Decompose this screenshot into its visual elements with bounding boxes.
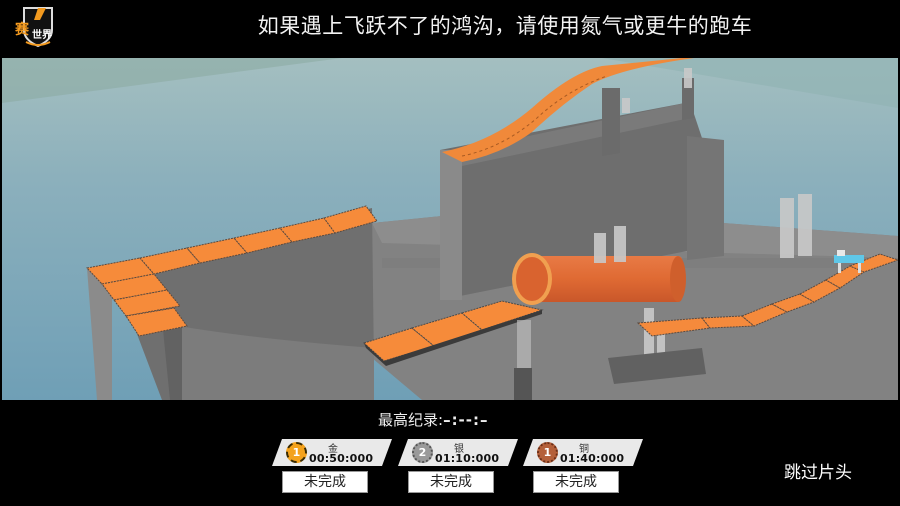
medal-silver: 2 银 01:10:000 未完成 (398, 439, 518, 497)
medal-bronze: 1 铜 01:40:000 未完成 (523, 439, 643, 497)
medal-card-silver: 2 银 01:10:000 (398, 439, 518, 466)
svg-text:赛: 赛 (14, 21, 30, 38)
medal-time: 01:10:000 (435, 452, 500, 465)
best-record-label: 最高纪录: (378, 411, 444, 429)
silver-medal-icon: 2 (412, 442, 433, 463)
medal-card-gold: 1 金 00:50:000 (272, 439, 392, 466)
medal-time: 00:50:000 (309, 452, 374, 465)
medal-name: 金 (328, 444, 338, 455)
hint-text: 如果遇上飞跃不了的鸿沟，请使用氮气或更牛的跑车 (257, 14, 753, 38)
medal-name: 银 (454, 444, 464, 455)
gold-medal-icon: 1 (286, 442, 307, 463)
best-record-value: –:--:– (443, 411, 489, 429)
medal-name: 铜 (579, 444, 589, 455)
medal-status: 未完成 (533, 471, 619, 493)
bottom-bar: 最高纪录:–:--:– 1 金 00:50:000 未完成 2 银 01:10:… (0, 400, 900, 506)
medal-time: 01:40:000 (560, 452, 625, 465)
medal-status: 未完成 (408, 471, 494, 493)
skip-intro-button[interactable]: 跳过片头 (784, 463, 852, 483)
game-logo-shield-icon: 赛 世界 (14, 7, 53, 48)
best-record: 最高纪录:–:--:– (378, 409, 489, 430)
top-bar: 赛 世界 如果遇上飞跃不了的鸿沟，请使用氮气或更牛的跑车 (0, 0, 900, 58)
medal-status: 未完成 (282, 471, 368, 493)
medal-gold: 1 金 00:50:000 未完成 (272, 439, 392, 497)
bronze-medal-icon: 1 (537, 442, 558, 463)
game-scene-viewport[interactable] (2, 58, 898, 400)
svg-text:世界: 世界 (32, 28, 52, 41)
medal-card-bronze: 1 铜 01:40:000 (523, 439, 643, 466)
